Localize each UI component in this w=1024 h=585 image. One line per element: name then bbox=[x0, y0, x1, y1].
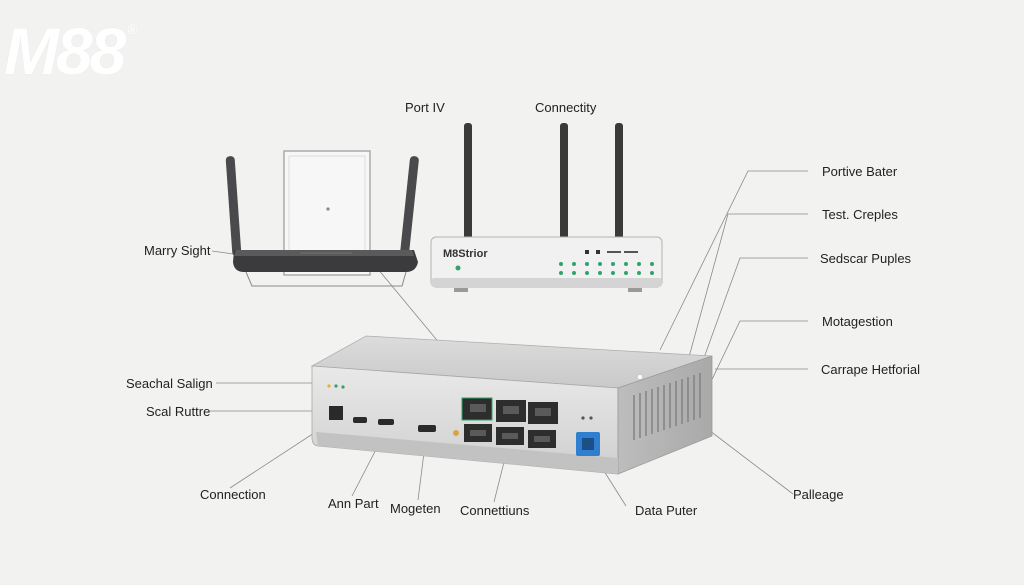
label-palleage: Palleage bbox=[793, 487, 844, 502]
label-connection: Connection bbox=[200, 487, 266, 502]
label-marry-sight: Marry Sight bbox=[144, 243, 211, 258]
label-mogeten: Mogeten bbox=[390, 501, 441, 516]
status-leds bbox=[559, 262, 654, 275]
router-model-badge: M8Strior bbox=[443, 248, 488, 260]
label-motagestion: Motagestion bbox=[822, 314, 893, 329]
label-seachal-salign: Seachal Salign bbox=[126, 376, 213, 391]
brand-logo: M88® bbox=[4, 14, 138, 88]
label-connectity: Connectity bbox=[535, 100, 597, 115]
label-ann-part: Ann Part bbox=[328, 496, 379, 511]
label-scal-ruttre: Scal Ruttre bbox=[146, 404, 211, 419]
network-switch bbox=[310, 335, 713, 475]
label-carrape-hetforial: Carrape Hetforial bbox=[821, 362, 920, 377]
wireless-router-dark bbox=[225, 156, 419, 287]
ethernet-ports bbox=[461, 397, 558, 448]
label-test-creples: Test. Creples bbox=[822, 207, 898, 222]
label-connettiuns: Connettiuns bbox=[460, 503, 530, 518]
wireless-router-white: M8Strior bbox=[430, 123, 663, 292]
label-data-puter: Data Puter bbox=[635, 503, 698, 518]
side-vents bbox=[633, 373, 701, 440]
label-sedscar-puples: Sedscar Puples bbox=[820, 251, 912, 266]
label-port-iv: Port IV bbox=[405, 100, 445, 115]
label-portive-bater: Portive Bater bbox=[822, 164, 898, 179]
